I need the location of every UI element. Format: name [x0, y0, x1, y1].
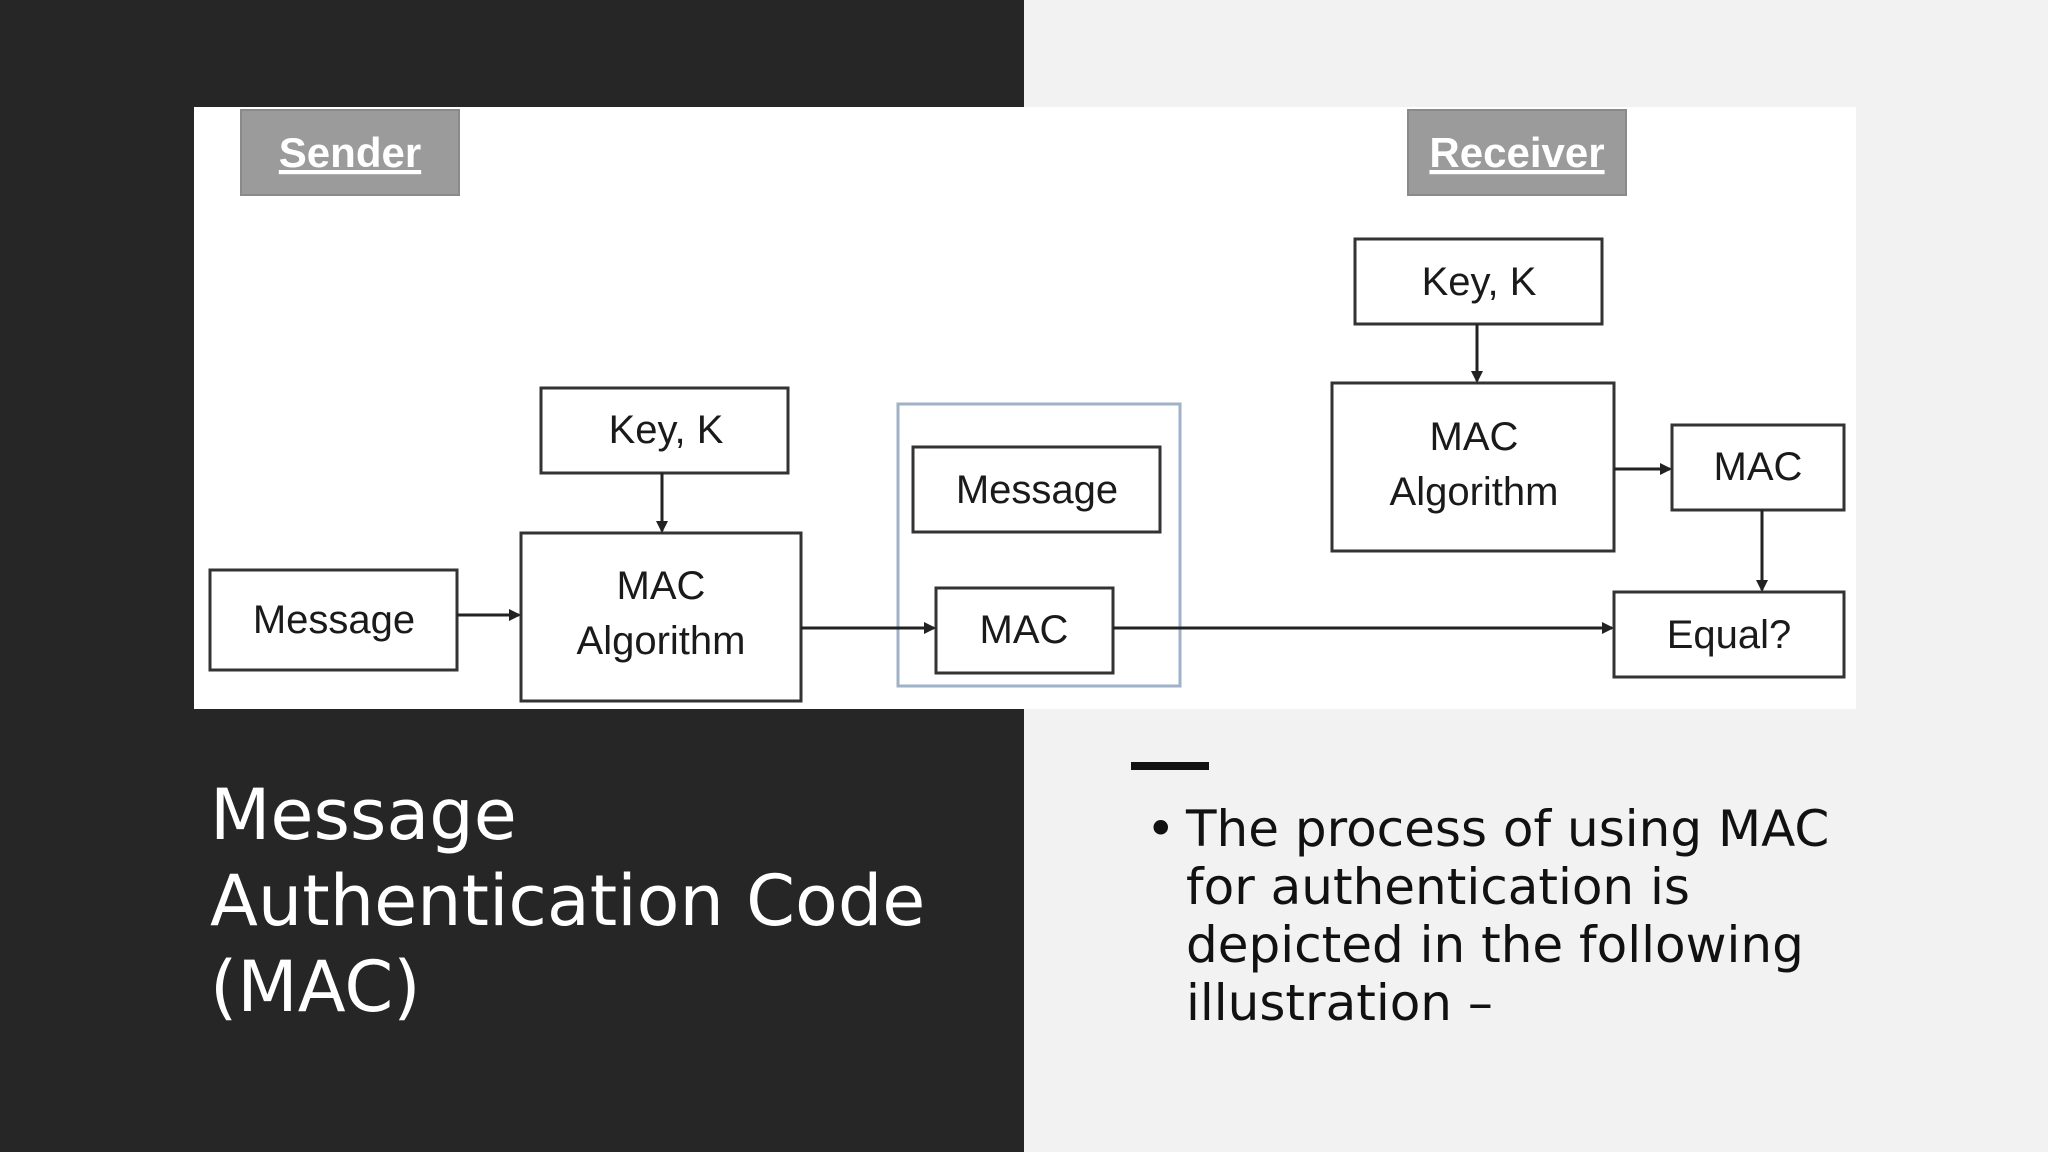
sender-message-box: Message	[208, 568, 459, 672]
mac-diagram: Sender Receiver Message Key, K MAC Algor…	[194, 107, 1856, 709]
sender-key-box: Key, K	[539, 386, 790, 475]
sender-algorithm-line2: Algorithm	[577, 619, 746, 663]
sender-key-label: Key, K	[609, 408, 724, 452]
transmitted-mac-label: MAC	[980, 608, 1069, 652]
sender-message-label: Message	[253, 598, 415, 642]
receiver-algorithm-line2: Algorithm	[1390, 470, 1559, 514]
accent-bar	[1131, 762, 1209, 770]
receiver-tag-label: Receiver	[1429, 129, 1604, 176]
receiver-algorithm-box: MAC Algorithm	[1330, 381, 1616, 553]
receiver-mac-box: MAC	[1670, 423, 1846, 512]
sender-algorithm-line1: MAC	[617, 564, 706, 608]
equal-box: Equal?	[1612, 590, 1846, 679]
diagram-arrows	[457, 324, 1768, 634]
receiver-key-label: Key, K	[1422, 260, 1537, 304]
bullet-item: • The process of using MAC for authentic…	[1146, 800, 1846, 1032]
sender-algorithm-box: MAC Algorithm	[519, 531, 803, 703]
sender-tag-label: Sender	[279, 129, 421, 176]
transmitted-mac-box	[934, 586, 1115, 675]
mac-diagram-svg: Sender Receiver Message Key, K MAC Algor…	[208, 109, 1846, 703]
transmitted-group: Message MAC	[896, 402, 1182, 688]
bullet-list: • The process of using MAC for authentic…	[1146, 800, 1846, 1032]
bullet-text: The process of using MAC for authenticat…	[1186, 800, 1830, 1032]
equal-label: Equal?	[1667, 613, 1792, 657]
transmitted-message-box	[911, 445, 1162, 534]
receiver-tag: Receiver	[1407, 109, 1627, 196]
transmitted-message-label: Message	[956, 468, 1118, 512]
receiver-key-box: Key, K	[1353, 237, 1604, 326]
sender-tag: Sender	[240, 109, 460, 196]
receiver-algorithm-line1: MAC	[1430, 415, 1519, 459]
bullet-dot-icon: •	[1146, 800, 1176, 858]
slide-title: Message Authentication Code (MAC)	[210, 774, 926, 1028]
receiver-mac-label: MAC	[1714, 445, 1803, 489]
